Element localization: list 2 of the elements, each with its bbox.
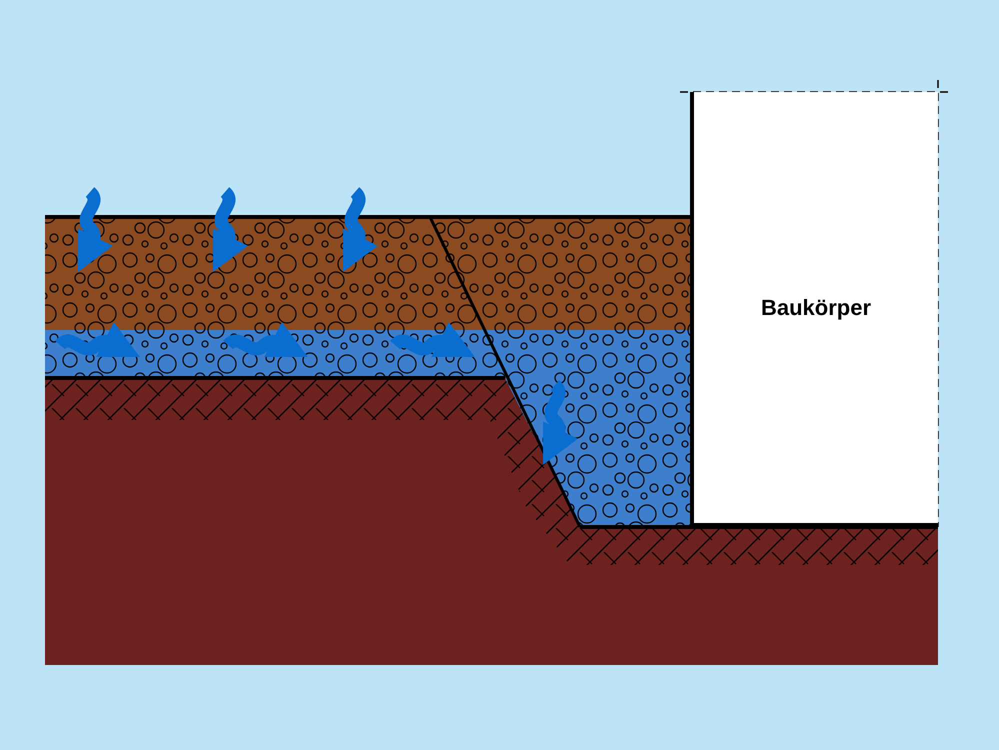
building-label: Baukörper	[760, 294, 872, 320]
building-box	[690, 92, 938, 527]
